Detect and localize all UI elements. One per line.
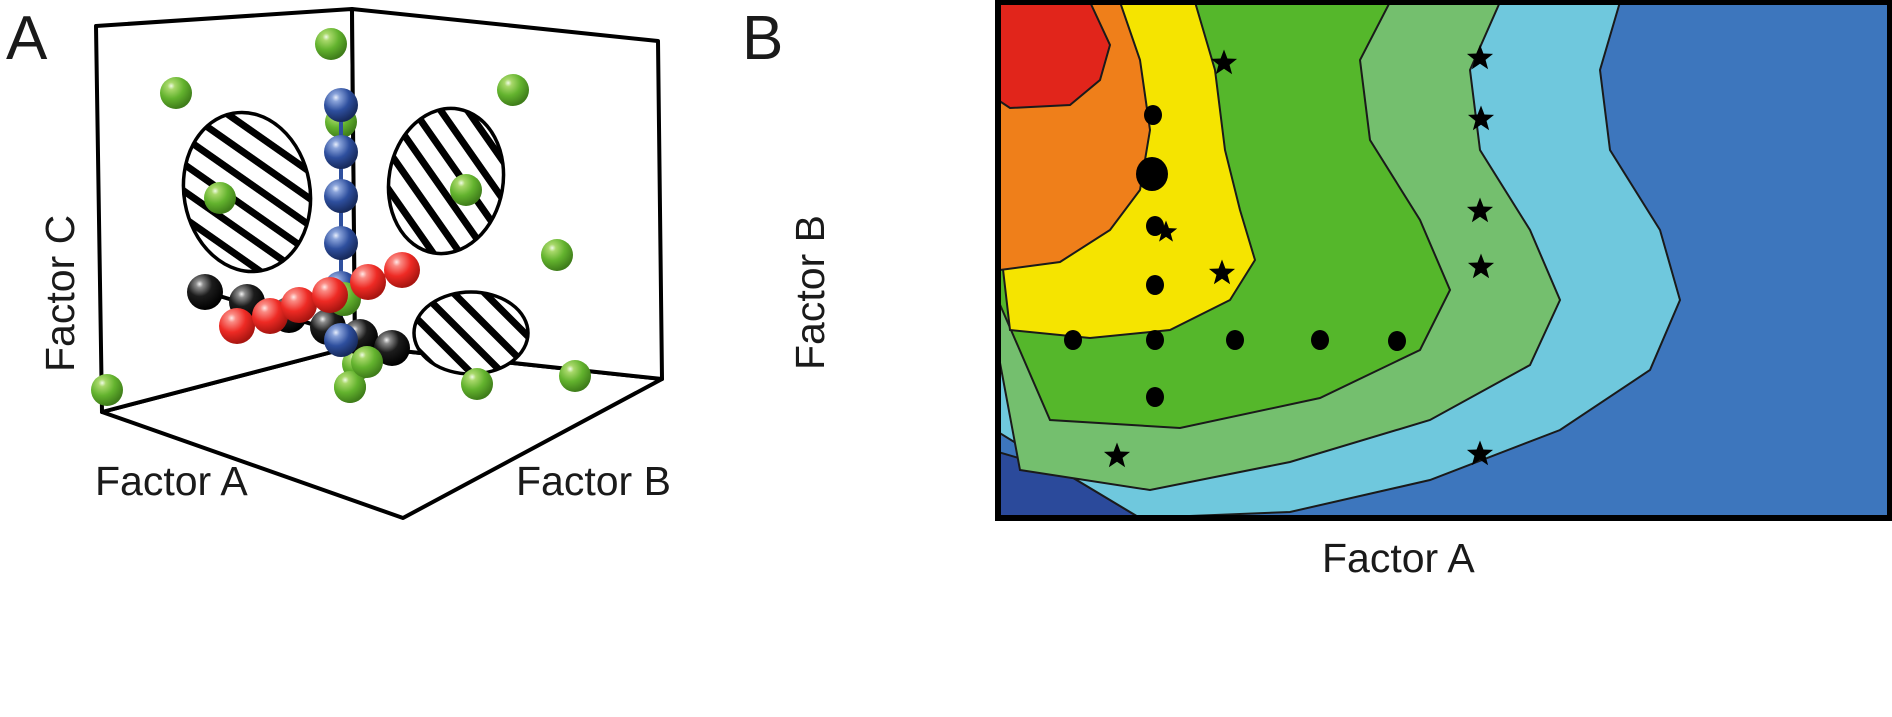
black-sphere <box>310 309 346 345</box>
green-sphere <box>450 174 482 206</box>
hatched-region-floor <box>412 290 530 376</box>
black-sphere <box>187 274 223 310</box>
contour-band-lightgreen <box>998 2 1562 492</box>
contour-star-icon <box>1466 44 1494 70</box>
hatched-region-back-left <box>181 110 313 274</box>
blue-sphere <box>324 226 358 260</box>
black-sphere <box>271 297 307 333</box>
contour-star-icon <box>1154 220 1178 242</box>
contour-dot-large <box>1136 157 1168 191</box>
contour-band-cyan <box>998 2 1682 518</box>
green-sphere <box>342 348 374 380</box>
contour-star-icon <box>1208 259 1236 285</box>
black-sphere <box>229 284 265 320</box>
green-sphere <box>325 106 357 138</box>
hatched-region-back-right <box>386 106 506 256</box>
green-sphere <box>91 374 123 406</box>
green-sphere <box>160 77 192 109</box>
optimum-star-icon <box>875 28 937 86</box>
contour-dot-group <box>998 105 1406 407</box>
contour-star-icon <box>909 264 935 289</box>
contour-star-icon <box>1466 440 1494 466</box>
contour-star-icon <box>1210 49 1238 75</box>
blue-sphere-group <box>324 88 358 357</box>
contour-dot <box>1388 331 1406 351</box>
blue-sphere <box>324 179 358 213</box>
axis-label-factor-a-contour: Factor A <box>1322 535 1475 581</box>
contour-band-yellow <box>998 2 1257 340</box>
axis-label-factor-c: Factor C <box>37 214 83 372</box>
red-sphere <box>252 298 288 334</box>
green-sphere <box>334 371 366 403</box>
contour-dot <box>1226 330 1244 350</box>
contour-star-icon <box>1467 253 1495 279</box>
contour-star-icon <box>1466 197 1494 223</box>
contour-band-green <box>998 2 1452 430</box>
contour-star-group <box>875 28 1495 468</box>
contour-dot <box>1311 330 1329 350</box>
panel-b-contour-plot <box>875 0 1892 521</box>
blue-sphere <box>324 88 358 122</box>
green-sphere-group-back <box>91 28 591 406</box>
green-sphere <box>461 368 493 400</box>
contour-dot <box>1144 105 1162 125</box>
green-sphere <box>559 360 591 392</box>
contour-band-red <box>998 2 1112 110</box>
axis-label-factor-b-3d: Factor B <box>516 458 671 504</box>
green-sphere <box>204 182 236 214</box>
factor-b-axis-line <box>231 267 405 331</box>
green-sphere <box>315 28 347 60</box>
axis-connector-lines <box>202 105 405 351</box>
axis-label-factor-a-3d: Factor A <box>95 458 248 504</box>
green-sphere <box>541 239 573 271</box>
contour-band-blue <box>998 2 1890 518</box>
panel-a-3d-box <box>94 7 664 520</box>
red-sphere <box>350 264 386 300</box>
red-sphere <box>384 252 420 288</box>
black-sphere-group <box>187 274 410 366</box>
hatched-regions <box>181 106 530 376</box>
blue-sphere <box>324 271 358 305</box>
blue-sphere <box>324 323 358 357</box>
panel-b-letter: B <box>742 4 784 73</box>
contour-dot <box>1146 330 1164 350</box>
contour-star-icon <box>1467 105 1495 131</box>
contour-dot <box>998 336 999 346</box>
contour-dot <box>1146 275 1164 295</box>
contour-star-icon <box>892 442 918 467</box>
green-sphere <box>351 346 383 378</box>
contour-band-darkblue <box>998 2 1890 518</box>
black-sphere <box>342 319 378 355</box>
contour-dot <box>1064 330 1082 350</box>
box-wall-right <box>350 7 664 381</box>
box-wall-left <box>94 7 357 414</box>
red-sphere <box>219 308 255 344</box>
panel-a-letter: A <box>6 4 48 73</box>
green-sphere <box>334 371 366 403</box>
contour-plot-frame <box>995 0 1892 521</box>
red-sphere <box>281 287 317 323</box>
green-sphere <box>497 74 529 106</box>
black-sphere <box>374 330 410 366</box>
axis-label-factor-b-contour: Factor B <box>787 215 833 370</box>
contour-band-orange <box>998 2 1152 272</box>
blue-sphere <box>324 135 358 169</box>
contour-dot <box>1146 387 1164 407</box>
factor-a-axis-line <box>202 289 395 351</box>
contour-dot <box>1146 216 1164 236</box>
contour-star-icon <box>1103 442 1131 468</box>
red-sphere <box>312 277 348 313</box>
green-sphere-group-front <box>334 346 383 403</box>
green-sphere-origin <box>327 282 361 316</box>
red-sphere-group <box>219 252 420 344</box>
